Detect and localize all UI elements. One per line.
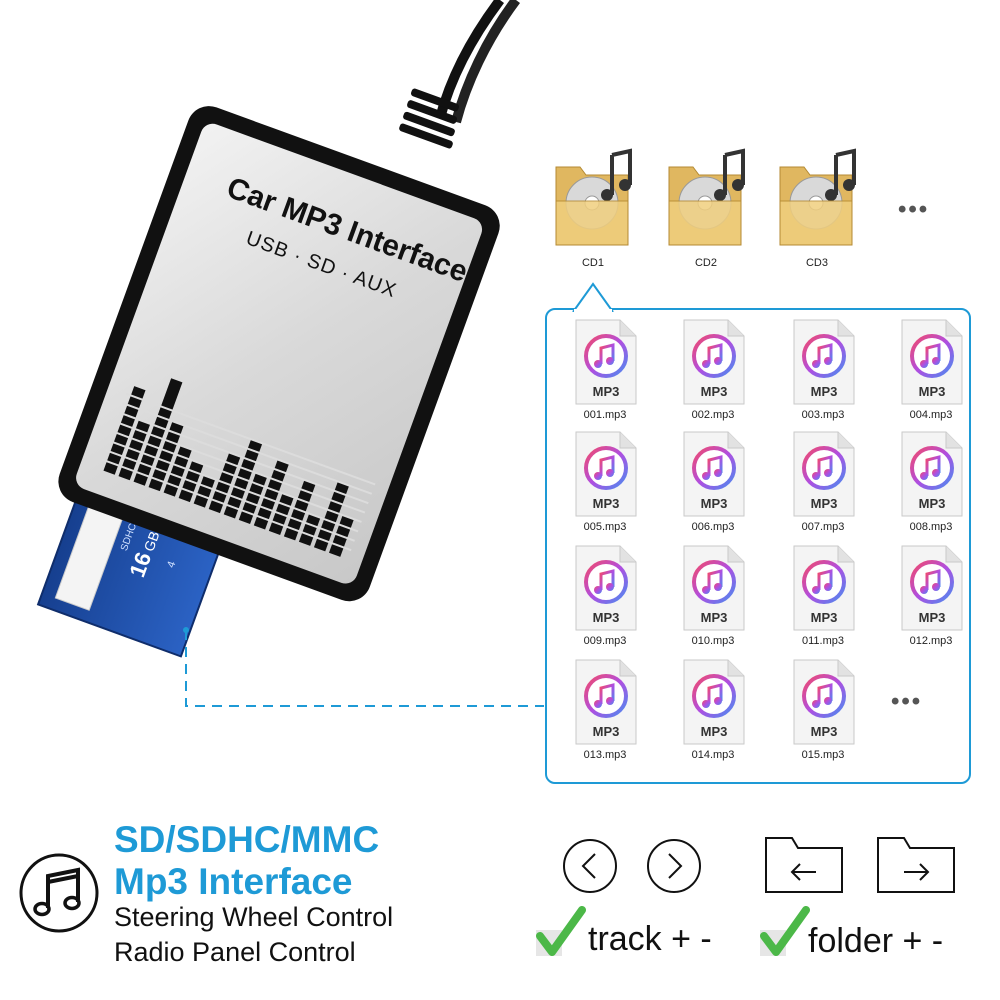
tracks-more: ••• bbox=[891, 688, 923, 715]
track-file[interactable]: MP3 003.mp3 bbox=[773, 318, 873, 421]
mp3-file-icon: MP3 bbox=[683, 545, 745, 631]
file-type-label: MP3 bbox=[811, 384, 838, 399]
cd-folder-icon bbox=[779, 148, 856, 246]
folder-label: CD2 bbox=[694, 257, 717, 269]
track-filename: 005.mp3 bbox=[583, 521, 627, 533]
mp3-file-icon: MP3 bbox=[683, 319, 745, 405]
file-type-label: MP3 bbox=[811, 496, 838, 511]
track-control-label: track + - bbox=[588, 920, 712, 958]
file-type-label: MP3 bbox=[919, 384, 946, 399]
previous-folder-icon bbox=[765, 837, 843, 893]
track-file[interactable]: MP3 012.mp3 bbox=[881, 544, 981, 647]
feature-radio-control: Radio Panel Control bbox=[114, 937, 356, 967]
mp3-interface-device: 16 GB 4 SDHC Card bbox=[36, 0, 521, 658]
file-type-label: MP3 bbox=[593, 610, 620, 625]
track-file[interactable]: MP3 015.mp3 bbox=[773, 658, 873, 761]
folder-label: CD1 bbox=[581, 257, 604, 269]
track-file[interactable]: MP3 011.mp3 bbox=[773, 544, 873, 647]
track-file[interactable]: MP3 008.mp3 bbox=[881, 430, 981, 533]
file-type-label: MP3 bbox=[701, 384, 728, 399]
track-file[interactable]: MP3 014.mp3 bbox=[663, 658, 763, 761]
track-filename: 012.mp3 bbox=[909, 635, 953, 647]
track-filename: 009.mp3 bbox=[583, 635, 627, 647]
next-folder-icon bbox=[877, 837, 955, 893]
cable bbox=[399, 0, 521, 149]
folder-cd1[interactable]: CD1 bbox=[548, 145, 638, 269]
mp3-file-icon: MP3 bbox=[575, 319, 637, 405]
mp3-file-icon: MP3 bbox=[901, 431, 963, 517]
track-filename: 013.mp3 bbox=[583, 749, 627, 761]
track-file[interactable]: MP3 007.mp3 bbox=[773, 430, 873, 533]
track-filename: 008.mp3 bbox=[909, 521, 953, 533]
track-filename: 002.mp3 bbox=[691, 409, 735, 421]
cd-folder-icon bbox=[555, 148, 632, 246]
track-file[interactable]: MP3 005.mp3 bbox=[555, 430, 655, 533]
file-type-label: MP3 bbox=[811, 724, 838, 739]
mp3-file-icon: MP3 bbox=[575, 431, 637, 517]
folders-more: ••• bbox=[898, 196, 930, 223]
mp3-file-icon: MP3 bbox=[901, 545, 963, 631]
track-filename: 003.mp3 bbox=[801, 409, 845, 421]
previous-track-icon bbox=[563, 839, 617, 893]
file-type-label: MP3 bbox=[701, 610, 728, 625]
mp3-file-icon: MP3 bbox=[575, 659, 637, 745]
mp3-file-icon: MP3 bbox=[793, 545, 855, 631]
check-icon bbox=[760, 906, 810, 956]
cd-folder-icon bbox=[668, 148, 745, 246]
track-filename: 014.mp3 bbox=[691, 749, 735, 761]
track-file[interactable]: MP3 006.mp3 bbox=[663, 430, 763, 533]
feature-mp3-interface: Mp3 Interface bbox=[114, 861, 353, 902]
feature-formats: SD/SDHC/MMC bbox=[114, 819, 380, 860]
file-type-label: MP3 bbox=[701, 724, 728, 739]
mp3-file-icon: MP3 bbox=[683, 659, 745, 745]
track-file[interactable]: MP3 004.mp3 bbox=[881, 318, 981, 421]
file-type-label: MP3 bbox=[593, 384, 620, 399]
track-filename: 006.mp3 bbox=[691, 521, 735, 533]
track-file[interactable]: MP3 009.mp3 bbox=[555, 544, 655, 647]
track-file[interactable]: MP3 002.mp3 bbox=[663, 318, 763, 421]
mp3-file-icon: MP3 bbox=[793, 659, 855, 745]
track-filename: 004.mp3 bbox=[909, 409, 953, 421]
file-type-label: MP3 bbox=[593, 724, 620, 739]
file-type-label: MP3 bbox=[919, 610, 946, 625]
mp3-file-icon: MP3 bbox=[793, 431, 855, 517]
mp3-file-icon: MP3 bbox=[793, 319, 855, 405]
track-filename: 015.mp3 bbox=[801, 749, 845, 761]
file-type-label: MP3 bbox=[919, 496, 946, 511]
mp3-file-icon: MP3 bbox=[683, 431, 745, 517]
dashed-connector bbox=[183, 627, 544, 707]
track-filename: 011.mp3 bbox=[802, 635, 844, 647]
sd-unit: GB bbox=[141, 529, 163, 553]
check-icon bbox=[536, 906, 586, 956]
sd-class: 4 bbox=[165, 560, 178, 570]
track-file[interactable]: MP3 001.mp3 bbox=[555, 318, 655, 421]
track-filename: 007.mp3 bbox=[801, 521, 845, 533]
mp3-file-icon: MP3 bbox=[575, 545, 637, 631]
file-type-label: MP3 bbox=[701, 496, 728, 511]
device-shell: Car MP3 Interface USB · SD · AUX bbox=[58, 106, 500, 602]
next-track-icon bbox=[647, 839, 701, 893]
folder-control-label: folder + - bbox=[808, 922, 944, 960]
mp3-file-icon: MP3 bbox=[901, 319, 963, 405]
track-filename: 010.mp3 bbox=[691, 635, 735, 647]
track-filename: 001.mp3 bbox=[583, 409, 627, 421]
feature-steering-control: Steering Wheel Control bbox=[114, 902, 394, 932]
panel-pointer bbox=[572, 282, 614, 312]
file-type-label: MP3 bbox=[593, 496, 620, 511]
folder-cd3[interactable]: CD3 bbox=[772, 145, 862, 269]
track-file[interactable]: MP3 010.mp3 bbox=[663, 544, 763, 647]
folder-cd2[interactable]: CD2 bbox=[661, 145, 751, 269]
file-type-label: MP3 bbox=[811, 610, 838, 625]
track-file[interactable]: MP3 013.mp3 bbox=[555, 658, 655, 761]
music-note-icon bbox=[19, 853, 99, 933]
folder-label: CD3 bbox=[805, 257, 828, 269]
